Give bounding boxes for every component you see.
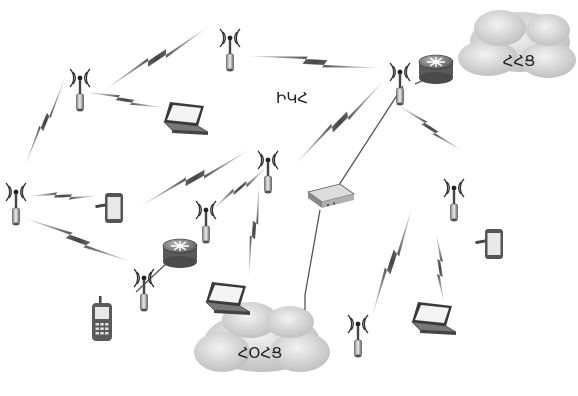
laptop-icon (206, 282, 250, 315)
antenna-icon (444, 179, 464, 222)
wireless-link-icon (16, 76, 75, 168)
wireless-link-icon (208, 167, 272, 210)
tablet-icon (95, 193, 123, 223)
wireless-link-icon (135, 149, 254, 207)
antenna-icon (6, 183, 26, 226)
antenna-icon (348, 315, 368, 358)
wireless-link-icon (361, 207, 423, 317)
antenna-icon (70, 69, 90, 112)
access-point-icon (308, 184, 354, 208)
wireless-link-icon (99, 25, 216, 90)
antenna-icon (390, 63, 410, 106)
router-icon (419, 55, 453, 84)
tablet-icon (475, 229, 503, 259)
wireless-link-icon (247, 44, 383, 79)
laptop-icon (164, 102, 208, 135)
antenna-icon (220, 29, 240, 72)
antenna-icon (196, 201, 216, 244)
phone-icon (92, 296, 112, 341)
wireless-link-icon (239, 182, 269, 278)
network-center-label: ԻԿՀ (276, 89, 308, 107)
cloud-top-right-label: ՀՀՑ (503, 52, 536, 70)
wireless-link-icon (85, 83, 164, 117)
wireless-link-icon (434, 234, 446, 302)
wireless-link-icon (29, 186, 98, 205)
laptop-icon (412, 302, 456, 335)
router-icon (163, 239, 197, 268)
wireless-links (16, 25, 463, 316)
cloud-bottom-label: ՀՕՀՑ (238, 344, 282, 362)
wireless-link-icon (397, 98, 463, 159)
cloud-top-right: ՀՀՑ (458, 10, 576, 78)
